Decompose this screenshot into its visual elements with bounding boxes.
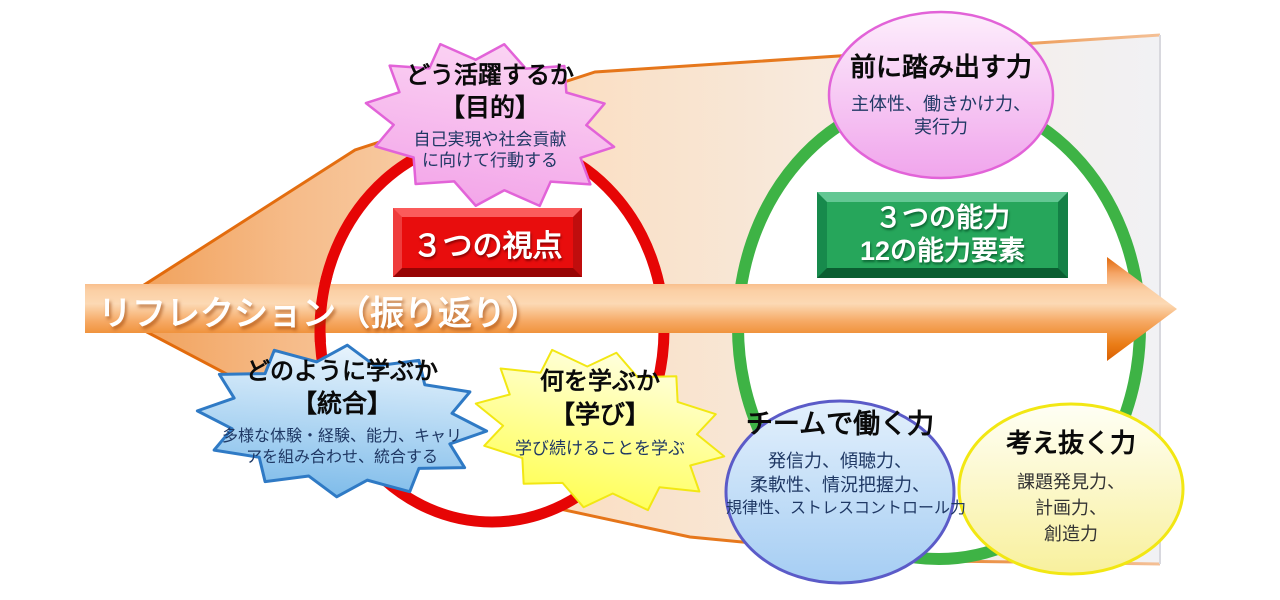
learning-text: 何を学ぶか 【学び】 学び続けることを学ぶ <box>475 368 725 459</box>
learning-title: 何を学ぶか <box>540 368 660 395</box>
integration-text: どのように学ぶか 【統合】 多様な体験・経験、能力、キャリ アを組み合わせ、統合… <box>202 358 482 468</box>
teamwork-title: チームで働く力 <box>745 409 935 439</box>
integration-desc-line2: アを組み合わせ、統合する <box>245 448 438 466</box>
teamwork-bubble <box>724 399 956 585</box>
abilities-box-line2: 12の能力要素 <box>859 236 1026 266</box>
step-forward-bubble <box>827 10 1055 180</box>
think-through-line1: 課題発見力、 <box>1017 472 1125 493</box>
reflection-label-paren: （振り返り） <box>336 295 540 333</box>
think-through-line2: 計画力、 <box>1035 498 1107 519</box>
teamwork-line1: 発信力、傾聴力、 <box>768 451 912 472</box>
viewpoints-box-label: ３つの視点 <box>412 229 563 263</box>
learning-starburst <box>459 326 740 533</box>
reflection-arrow <box>85 257 1177 361</box>
learning-bracket: 【学び】 <box>549 400 650 429</box>
purpose-title: どう活躍するか <box>406 62 574 89</box>
think-through-title: 考え抜く力 <box>1005 428 1136 458</box>
step-forward-title: 前に踏み出す力 <box>849 52 1032 82</box>
teamwork-line2: 柔軟性、情況把握力、 <box>750 475 930 496</box>
integration-starburst <box>192 335 492 507</box>
abilities-box: ３つの能力 12の能力要素 <box>817 192 1068 278</box>
step-forward-line2: 実行力 <box>914 117 968 138</box>
step-forward-text: 前に踏み出す力 主体性、働きかけ力、 実行力 <box>829 52 1053 139</box>
think-through-line3: 創造力 <box>1044 524 1098 545</box>
abilities-box-line1: ３つの能力 <box>875 203 1010 233</box>
purpose-bracket: 【目的】 <box>439 93 540 122</box>
purpose-desc-line2: に向けて行動する <box>422 150 558 170</box>
viewpoints-box: ３つの視点 <box>393 208 582 277</box>
integration-title: どのように学ぶか <box>246 358 438 385</box>
integration-bracket: 【統合】 <box>291 389 392 418</box>
learning-desc-line1: 学び続けることを学ぶ <box>515 438 685 458</box>
step-forward-line1: 主体性、働きかけ力、 <box>851 94 1031 115</box>
integration-desc-line1: 多様な体験・経験、能力、キャリ <box>221 427 462 445</box>
red-circle-overlay-arc <box>314 276 333 342</box>
purpose-starburst <box>352 22 629 227</box>
reflection-label: リフレクション <box>98 295 336 333</box>
think-through-text: 考え抜く力 課題発見力、 計画力、 創造力 <box>959 428 1183 547</box>
purpose-text: どう活躍するか 【目的】 自己実現や社会貢献 に向けて行動する <box>365 62 615 171</box>
purpose-desc-line1: 自己実現や社会貢献 <box>413 129 567 149</box>
think-through-bubble <box>957 402 1185 576</box>
teamwork-line3: 規律性、ストレスコントロール力 <box>726 500 967 518</box>
teamwork-text: チームで働く力 発信力、傾聴力、 柔軟性、情況把握力、 規律性、ストレスコントロ… <box>726 408 967 521</box>
